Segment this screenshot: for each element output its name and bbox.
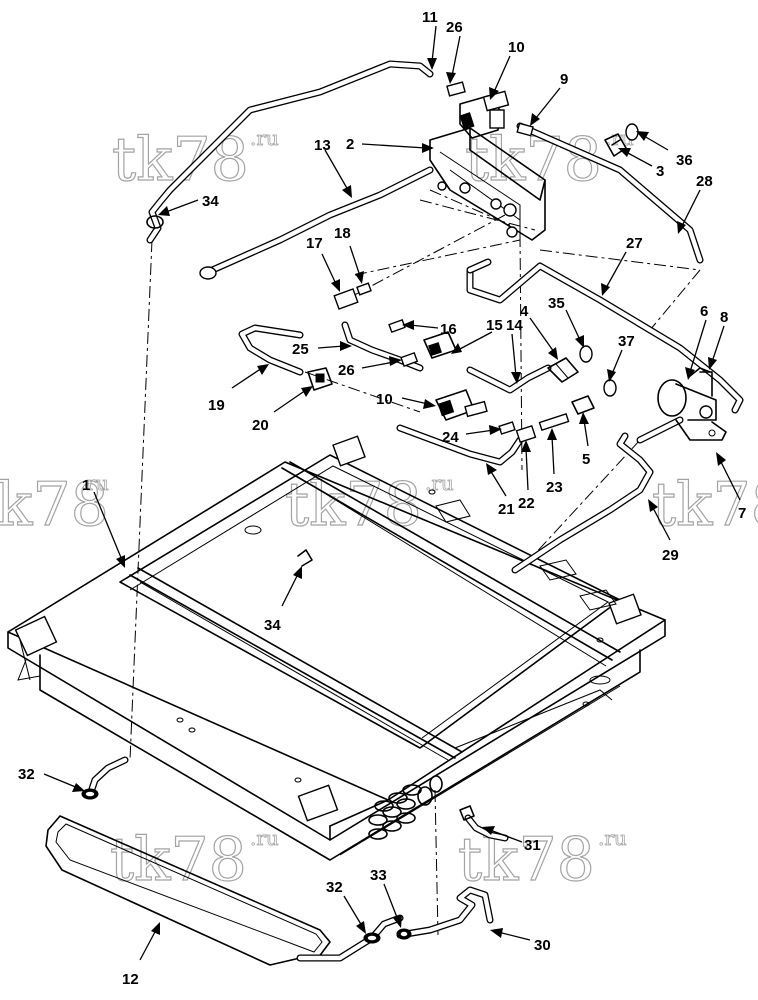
assembly-centerlines (129, 189, 701, 936)
callout-27: 27 (626, 235, 643, 252)
callout-24: 24 (442, 429, 459, 446)
callout-2: 2 (346, 136, 354, 153)
watermark-text: tk78 (285, 470, 422, 540)
callout-22: 22 (518, 495, 535, 512)
callout-20: 20 (252, 417, 269, 434)
callout-26-lower: 26 (338, 362, 355, 379)
callout-32-bottom: 32 (326, 879, 343, 896)
fittings (81, 90, 727, 944)
tubing (86, 60, 744, 942)
callout-17: 17 (306, 235, 323, 252)
callout-23: 23 (546, 479, 563, 496)
callout-30: 30 (534, 937, 551, 954)
callout-12: 12 (122, 971, 139, 988)
callout-29: 29 (662, 547, 679, 564)
part-12-loop (45, 815, 376, 966)
callout-3: 3 (656, 163, 664, 180)
callout-28: 28 (696, 173, 713, 190)
callout-14: 14 (506, 317, 523, 334)
watermark-text: tk78 (458, 825, 595, 895)
callout-37: 37 (618, 333, 635, 350)
condenser-frame (7, 435, 666, 861)
watermark-sup: .ru (598, 826, 627, 850)
callout-19: 19 (208, 397, 225, 414)
callout-35: 35 (548, 295, 565, 312)
watermark-text: tk78 (652, 470, 758, 540)
watermark-text: tk78 (0, 470, 109, 540)
coil-return-bends (368, 784, 422, 840)
callout-25: 25 (292, 341, 309, 358)
callouts: 11 26 10 9 2 13 34 36 3 28 (18, 9, 746, 988)
manifold-block (429, 81, 546, 241)
callout-21: 21 (498, 501, 515, 518)
callout-31: 31 (524, 837, 541, 854)
callout-4: 4 (520, 303, 529, 320)
callout-26: 26 (446, 19, 463, 36)
watermark-layer: tk78 .ru tk78 .ru tk78 .ru tk78 .ru tk78… (0, 124, 758, 895)
callout-1: 1 (82, 477, 90, 494)
callout-16: 16 (440, 321, 457, 338)
callout-34-mid: 34 (264, 617, 281, 634)
watermark-sup: .ru (80, 471, 109, 495)
callout-11: 11 (422, 9, 438, 26)
callout-15: 15 (486, 317, 503, 334)
callout-32-left: 32 (18, 766, 35, 783)
callout-34-top: 34 (202, 193, 219, 210)
callout-13: 13 (314, 137, 331, 154)
callout-8: 8 (720, 309, 728, 326)
callout-9: 9 (560, 71, 568, 88)
watermark-sup: .ru (250, 126, 279, 150)
watermark-text: tk78 (110, 825, 247, 895)
callout-10-lower: 10 (376, 391, 393, 408)
callout-6: 6 (700, 303, 708, 320)
callout-33: 33 (370, 867, 387, 884)
callout-10: 10 (508, 39, 525, 56)
callout-36: 36 (676, 152, 693, 169)
callout-5: 5 (582, 451, 590, 468)
callout-18: 18 (334, 225, 351, 242)
watermark-sup: .ru (250, 826, 279, 850)
callout-7: 7 (738, 505, 746, 522)
